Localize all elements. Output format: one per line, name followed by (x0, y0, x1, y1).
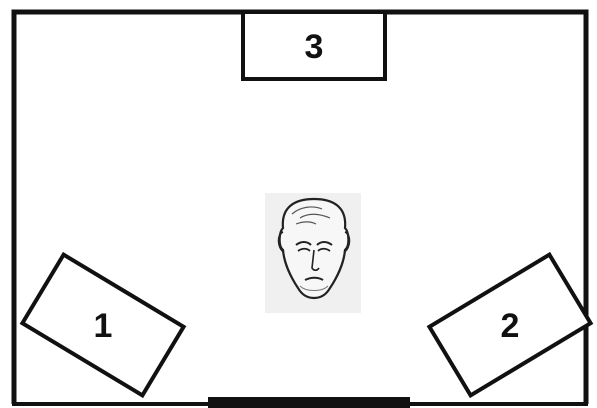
speaker-3-label: 3 (305, 28, 324, 66)
doorway-bar (208, 397, 410, 408)
speaker-1-label: 1 (94, 307, 113, 345)
speaker-3: 3 (243, 12, 385, 79)
listener-head-icon (265, 193, 361, 313)
speaker-2: 2 (429, 255, 590, 396)
speaker-2-label: 2 (501, 307, 520, 345)
speaker-1: 1 (22, 255, 183, 396)
